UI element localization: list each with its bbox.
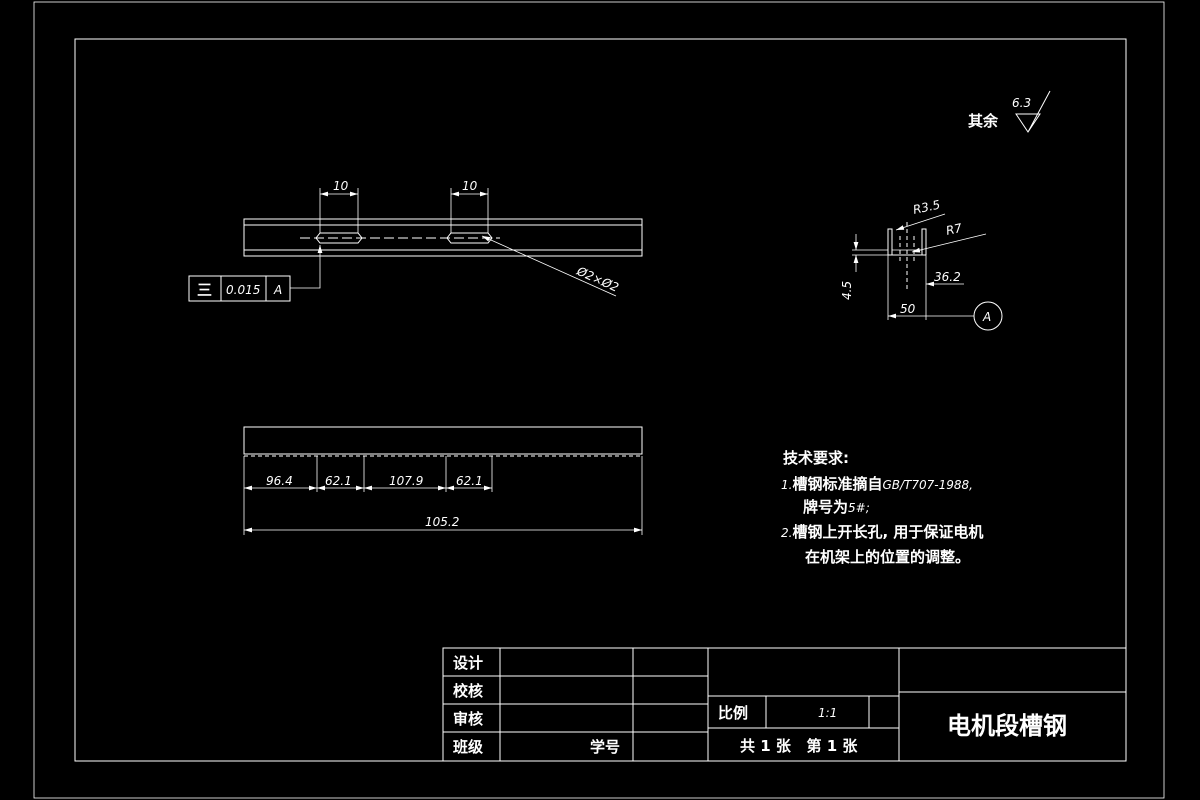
label-student-no: 学号 [590,738,620,756]
outer-border [33,1,1165,799]
label-check: 校核 [453,682,483,700]
roughness-value: 6.3 [1012,96,1031,110]
surface-roughness: 其余 6.3 [968,90,1051,133]
hole-diameter: Ø2×Ø2 [574,264,621,295]
radius-r7: R7 [945,221,964,238]
tech-line-3: 2.槽钢上开长孔, 用于保证电机 [781,523,983,541]
tech-requirements: 技术要求: 1.槽钢标准摘自GB/T707-1988, 牌号为5#; 2.槽钢上… [781,449,983,566]
leader-r7 [911,233,987,253]
width-dim: 50 [900,302,916,316]
tech-line-2-value: 5#; [848,501,870,515]
section-view: R3.5 R7 4.5 36.2 50 A [840,198,1003,331]
datum-circle [973,301,1003,331]
sheet-count: 共 1 张 第 1 张 [740,737,858,755]
channel-section [887,228,927,256]
label-scale: 比例 [718,704,748,722]
dim-segment: 96.4 [266,474,293,488]
label-class: 班级 [453,738,484,756]
tech-line-1-prefix: 1. [781,478,792,492]
label-design: 设计 [453,654,483,672]
dim-segment: 107.9 [389,474,423,488]
inner-border [74,38,1127,762]
scale-value: 1:1 [818,706,837,720]
roughness-label: 其余 [968,112,999,130]
height-dim: 4.5 [840,281,854,300]
title-block: 设计 校核 审核 班级 学号 比例 1:1 共 1 张 第 1 张 电机段槽钢 [442,647,1127,762]
radius-r35: R3.5 [912,198,942,217]
slot-width-1: 10 [333,179,349,193]
leader-line [481,235,617,297]
datum-label: A [982,310,991,324]
drawing-name: 电机段槽钢 [947,712,1067,740]
tech-line-1-text: 槽钢标准摘自 [792,475,882,493]
dim-segment: 62.1 [456,474,483,488]
channel-outline [243,218,643,257]
tolerance-symbol: 三 [197,281,212,299]
tech-line-3-text: 槽钢上开长孔, 用于保证电机 [792,523,983,541]
tech-line-3-prefix: 2. [781,526,792,540]
slot-width-2: 10 [462,179,478,193]
tolerance-value: 0.015 [226,283,260,297]
leader-r35 [895,213,946,231]
channel-side [243,426,643,455]
tech-title: 技术要求: [783,449,849,467]
tech-line-4: 在机架上的位置的调整。 [805,548,970,566]
top-view: 10 10 Ø2×Ø2 三 0.015 A [188,179,643,302]
tolerance-frame [188,275,291,302]
dim-segment: 62.1 [325,474,352,488]
total-length: 105.2 [425,515,459,529]
tech-line-2-text: 牌号为 [803,498,848,516]
label-review: 审核 [453,710,483,728]
tolerance-leader [290,245,323,289]
tech-line-1-standard: GB/T707-1988, [882,478,973,492]
front-view: 96.4 62.1 107.9 62.1 105.2 [243,426,643,535]
inner-dim: 36.2 [934,270,961,284]
tech-line-1: 1.槽钢标准摘自GB/T707-1988, [781,475,973,493]
tolerance-datum: A [273,283,282,297]
tech-line-2: 牌号为5#; [803,498,870,516]
roughness-symbol [1015,90,1051,133]
